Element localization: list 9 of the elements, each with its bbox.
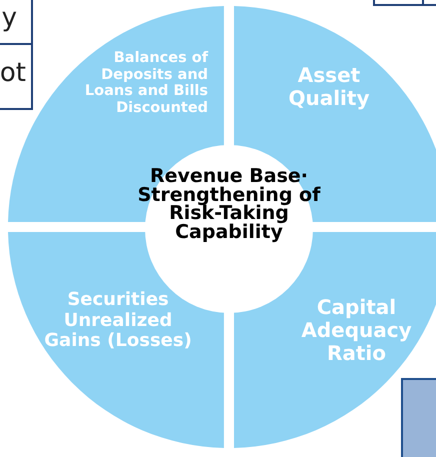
text-box bbox=[0, 0, 33, 43]
segment-label: ot bbox=[0, 59, 26, 89]
segment-label: Asset Quality bbox=[287, 64, 371, 110]
segment-label: y bbox=[0, 4, 17, 34]
text-box bbox=[0, 43, 33, 110]
segment-label: Capital Adequacy Ratio bbox=[300, 296, 413, 365]
center-title: Revenue Base· Strengthening of Risk-Taking Capability bbox=[136, 167, 322, 242]
segment-label: Securities Unrealized Gains (Losses) bbox=[43, 290, 193, 352]
segment-label: Balances of Deposits and Loans and Bills Discounted bbox=[84, 50, 208, 117]
